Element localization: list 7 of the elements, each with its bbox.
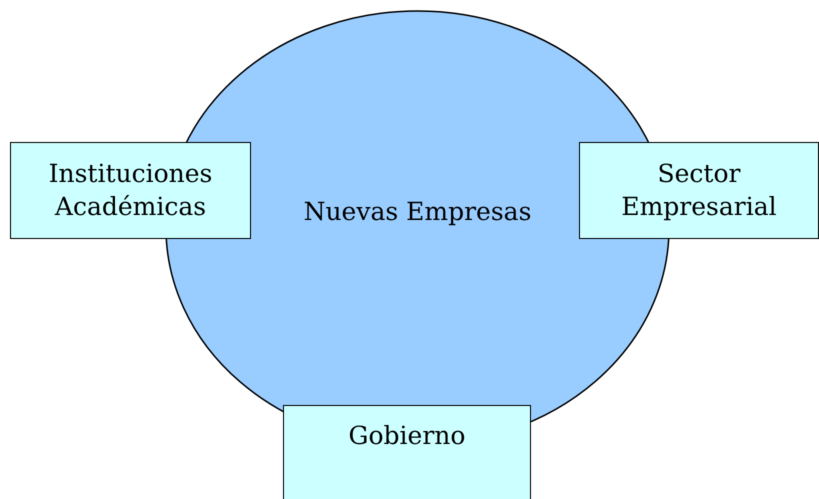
text-box bbox=[10, 142, 251, 239]
node-label: Nuevas Empresas bbox=[304, 197, 532, 226]
node-label: Instituciones Académicas bbox=[48, 158, 214, 222]
node-label: Gobierno bbox=[348, 420, 466, 452]
node-label: Sector Empresarial bbox=[620, 158, 778, 222]
text-box bbox=[579, 142, 819, 239]
text-box bbox=[283, 405, 531, 499]
